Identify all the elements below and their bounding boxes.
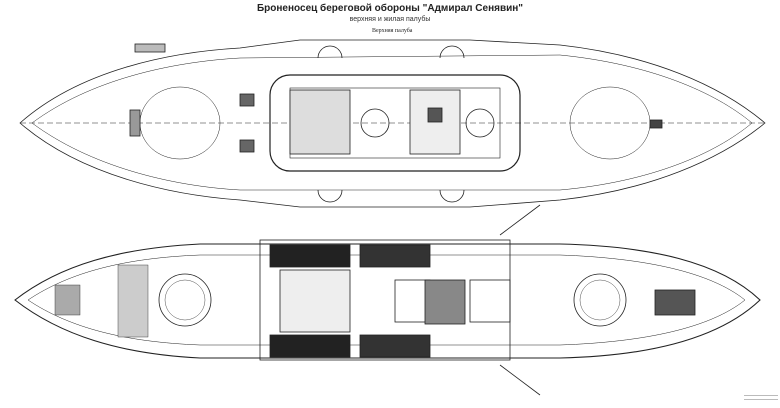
living-deck-plan xyxy=(14,204,761,396)
drawing-title: Броненосец береговой обороны "Адмирал Се… xyxy=(256,3,524,14)
upper-deck-label: Верхняя палуба xyxy=(372,28,413,34)
credit-stamp xyxy=(744,392,778,404)
drawing-subtitle: верхняя и жилая палубы xyxy=(349,16,431,23)
upper-deck-plan xyxy=(19,39,766,208)
